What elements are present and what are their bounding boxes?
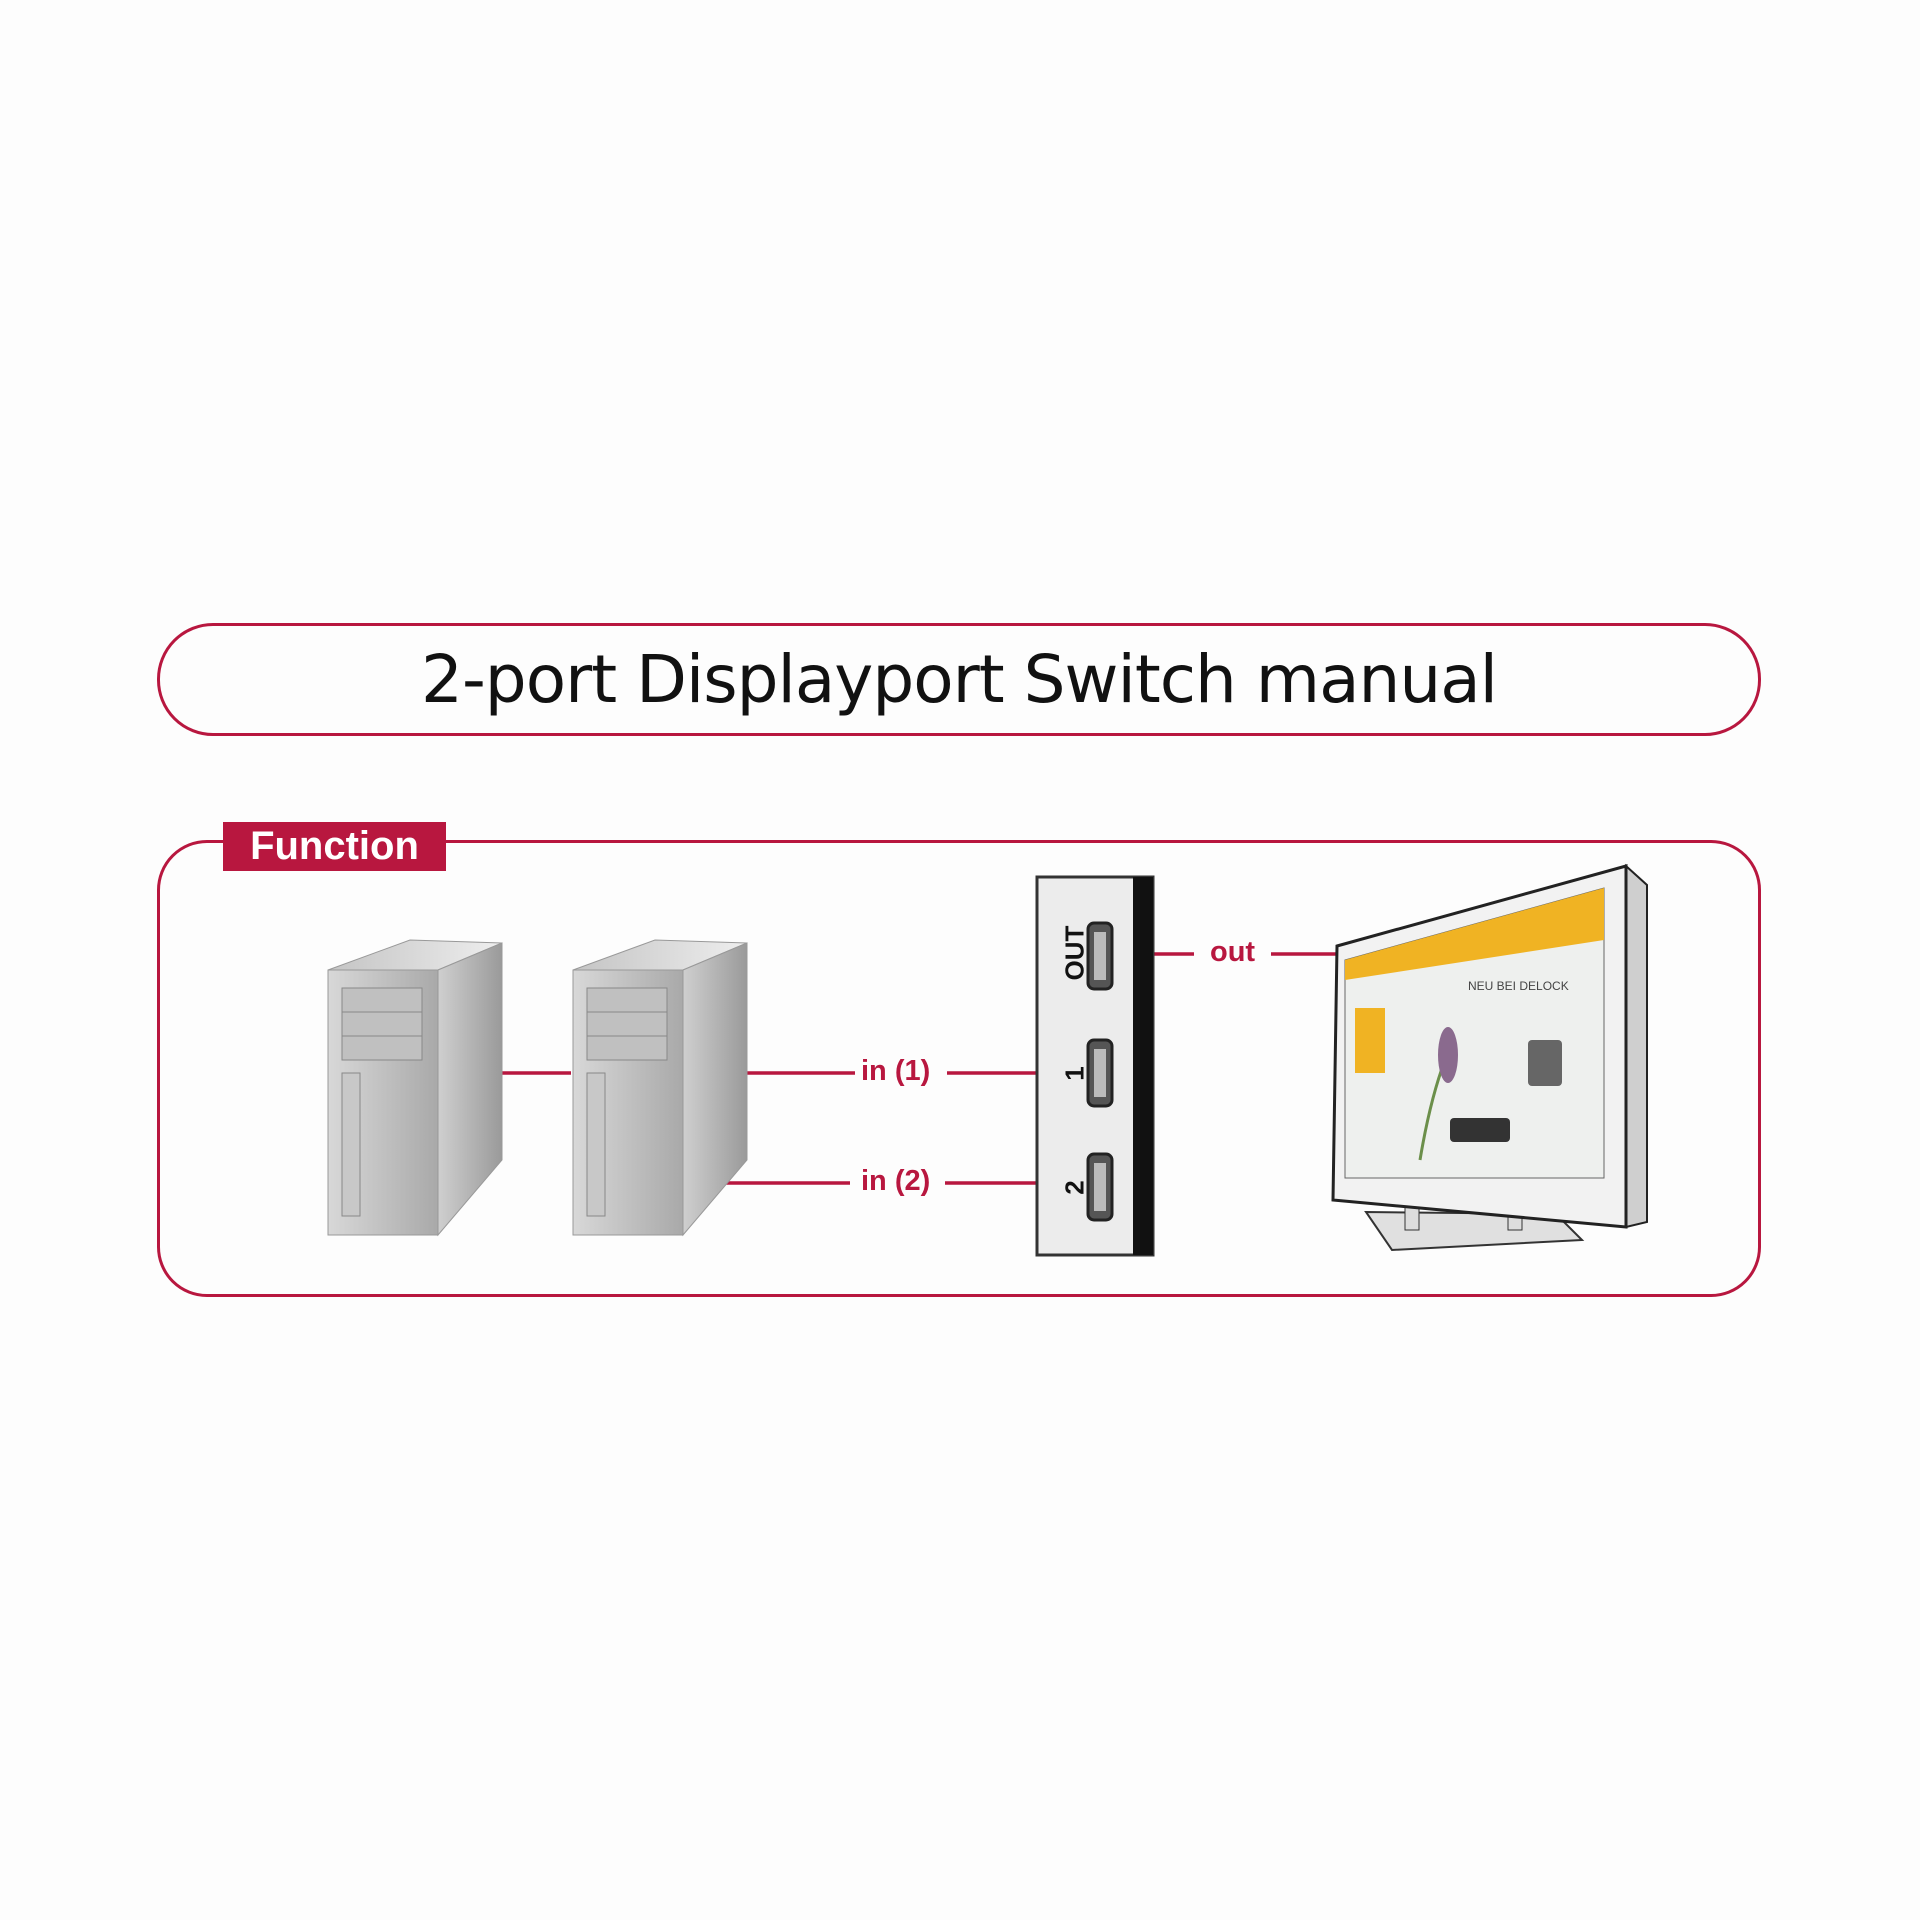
- computer-tower-1: [327, 939, 503, 1237]
- computer-tower-2: [572, 939, 748, 1237]
- label-out: out: [1206, 936, 1260, 969]
- port-1-icon: [1086, 1038, 1114, 1108]
- monitor: NEU BEI DELOCK: [1331, 863, 1648, 1252]
- port-label-1: 1: [1059, 1066, 1090, 1081]
- page-title: 2-port Displayport Switch manual: [421, 641, 1498, 718]
- section-label-function: Function: [223, 822, 446, 871]
- port-2-icon: [1086, 1152, 1114, 1222]
- function-frame: [157, 840, 1761, 1297]
- title-frame: [157, 623, 1761, 736]
- cables: [502, 952, 1337, 1185]
- port-label-2: 2: [1059, 1180, 1090, 1195]
- label-in-2: in (2): [857, 1165, 935, 1198]
- port-label-out: OUT: [1059, 925, 1090, 981]
- label-in-1: in (1): [857, 1055, 935, 1088]
- screen-headline: NEU BEI DELOCK: [1468, 979, 1569, 993]
- port-out-icon: [1086, 921, 1114, 991]
- displayport-switch: [1035, 875, 1155, 1257]
